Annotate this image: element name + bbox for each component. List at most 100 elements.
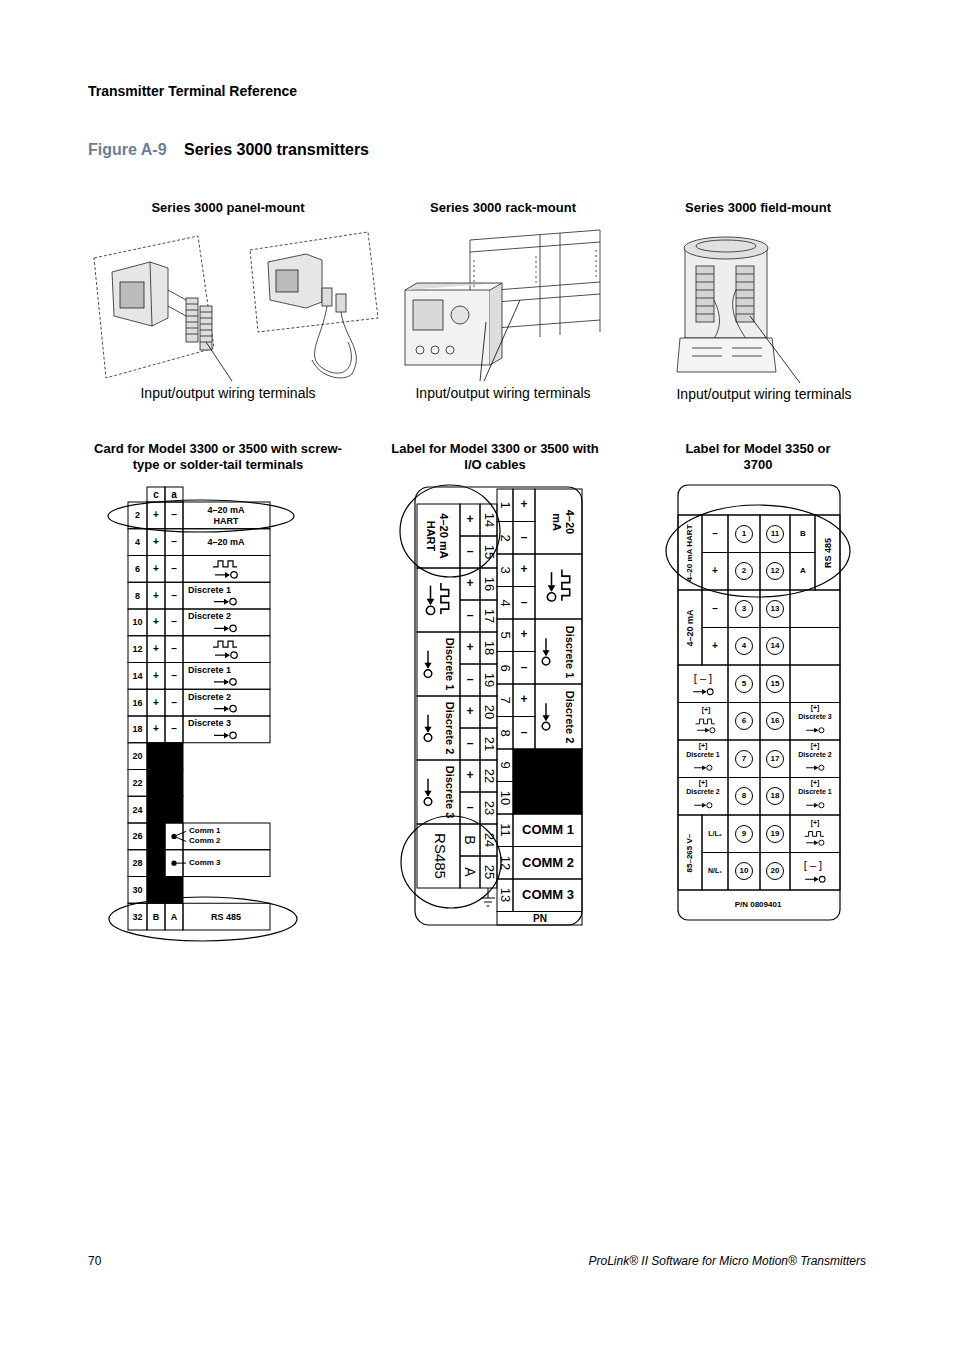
highlight-oval — [401, 816, 501, 908]
table-cell — [728, 740, 760, 778]
ground-symbol — [484, 902, 492, 903]
pulse-wave — [562, 570, 570, 601]
terminal-number: 12 — [498, 856, 513, 870]
table-cell — [513, 684, 535, 717]
discrete-output-symbol — [806, 728, 824, 733]
terminal-circle: 14 — [766, 637, 784, 655]
terminal-number: 5 — [742, 680, 746, 688]
table-cell — [165, 689, 183, 716]
table-cell — [417, 760, 460, 824]
terminal-number: 3 — [742, 605, 746, 613]
symbol-terminal — [542, 722, 550, 730]
signal-name: Discrete 3 — [188, 718, 231, 728]
table-cell — [165, 903, 183, 930]
symbol-arrowhead — [542, 715, 549, 721]
running-header: Transmitter Terminal Reference — [88, 83, 297, 99]
table-cell — [128, 716, 147, 743]
table-cell — [480, 600, 497, 632]
table-cell — [790, 665, 840, 703]
pulse-output-symbol — [696, 719, 715, 733]
symbol-arrowhead — [705, 728, 709, 733]
signal-name: Discrete 2 — [798, 751, 831, 759]
pin-name: A — [800, 567, 806, 576]
table-cell — [497, 912, 582, 926]
pulse-wave — [213, 561, 237, 567]
symbol-terminal — [707, 765, 712, 770]
table-cell — [678, 740, 728, 778]
table-cell — [497, 879, 513, 912]
table-cell — [760, 665, 790, 703]
polarity-sign: + — [712, 566, 718, 578]
table-cell — [147, 636, 165, 663]
symbol-terminal — [424, 734, 432, 742]
table-cell — [760, 853, 790, 891]
cover-terminals — [692, 348, 762, 356]
terminal-number: 24 — [481, 833, 496, 847]
table-cell — [460, 824, 480, 856]
card-heading: Label for Model 3300 or 3500 with I/O ca… — [390, 441, 600, 473]
terminal-number: 23 — [481, 801, 496, 815]
table-cell — [760, 703, 790, 741]
pulse-wave — [696, 719, 715, 724]
polarity-sign: + — [520, 693, 527, 707]
polarity-sign: – — [467, 801, 474, 815]
discrete-output-symbol — [214, 732, 236, 738]
symbol-arrowhead — [224, 732, 229, 738]
table-cell — [460, 696, 480, 728]
signal-name: Discrete 1 — [188, 584, 231, 594]
table-cell — [147, 529, 165, 556]
housing-cap-ring — [696, 240, 756, 252]
terminal-number: 30 — [132, 885, 142, 895]
terminal-card: Label for Model 3350 or 3700111212313414… — [678, 485, 840, 920]
symbol-arrowhead — [424, 663, 431, 669]
terminal-number: 16 — [771, 717, 780, 725]
symbol-arrowhead — [224, 679, 229, 685]
table-cell — [460, 664, 480, 696]
table-cell — [728, 853, 760, 891]
table-cell — [147, 609, 165, 636]
signal-name: Discrete 1 — [564, 625, 577, 678]
terminal-number: 12 — [771, 567, 780, 575]
table-cell — [790, 815, 840, 853]
terminal-number: 22 — [481, 769, 496, 783]
keypad — [451, 306, 469, 324]
table-cell — [678, 665, 728, 703]
housing-body — [685, 248, 767, 338]
table-cell — [128, 556, 147, 583]
supply-voltage: 85–265 V~ — [685, 833, 694, 872]
table-cell — [128, 823, 147, 850]
transmitter-housing — [112, 262, 168, 326]
polarity-sign: + — [712, 641, 718, 653]
table-cell — [460, 600, 480, 632]
terminal-number: 24 — [132, 804, 142, 814]
signal-name: 4–20 mA — [685, 609, 695, 646]
table-cell — [790, 628, 840, 666]
table-cell — [480, 792, 497, 824]
table-cell — [513, 879, 582, 912]
pin-name: B — [800, 529, 806, 538]
table-cell — [790, 553, 815, 591]
signal-name: 4–20 mA — [550, 502, 575, 542]
table-cell — [417, 696, 460, 760]
polarity-sign: + — [153, 590, 159, 602]
terminal-number: 15 — [481, 545, 496, 559]
highlight-oval — [108, 500, 294, 532]
table-cell — [183, 529, 270, 556]
card-heading: Card for Model 3300 or 3500 with screw-t… — [93, 441, 343, 473]
jumper-wire — [174, 836, 186, 841]
terminal-number: 2 — [135, 510, 140, 520]
discrete-output-symbol — [214, 598, 236, 604]
terminal-number: 10 — [740, 867, 749, 875]
terminal-number: 9 — [742, 830, 746, 838]
open-cover — [677, 338, 776, 372]
symbol-terminal — [230, 705, 236, 711]
polarity-sign: – — [171, 510, 177, 522]
terminal-circle: 13 — [766, 600, 784, 618]
terminal-block — [200, 306, 212, 350]
terminal-number: 16 — [132, 697, 142, 707]
table-cell — [183, 903, 270, 930]
discrete-output-symbol — [542, 703, 550, 730]
table-cell — [417, 504, 460, 568]
discrete-output-symbol — [694, 803, 712, 808]
callout-label: Input/output wiring terminals — [415, 385, 590, 401]
